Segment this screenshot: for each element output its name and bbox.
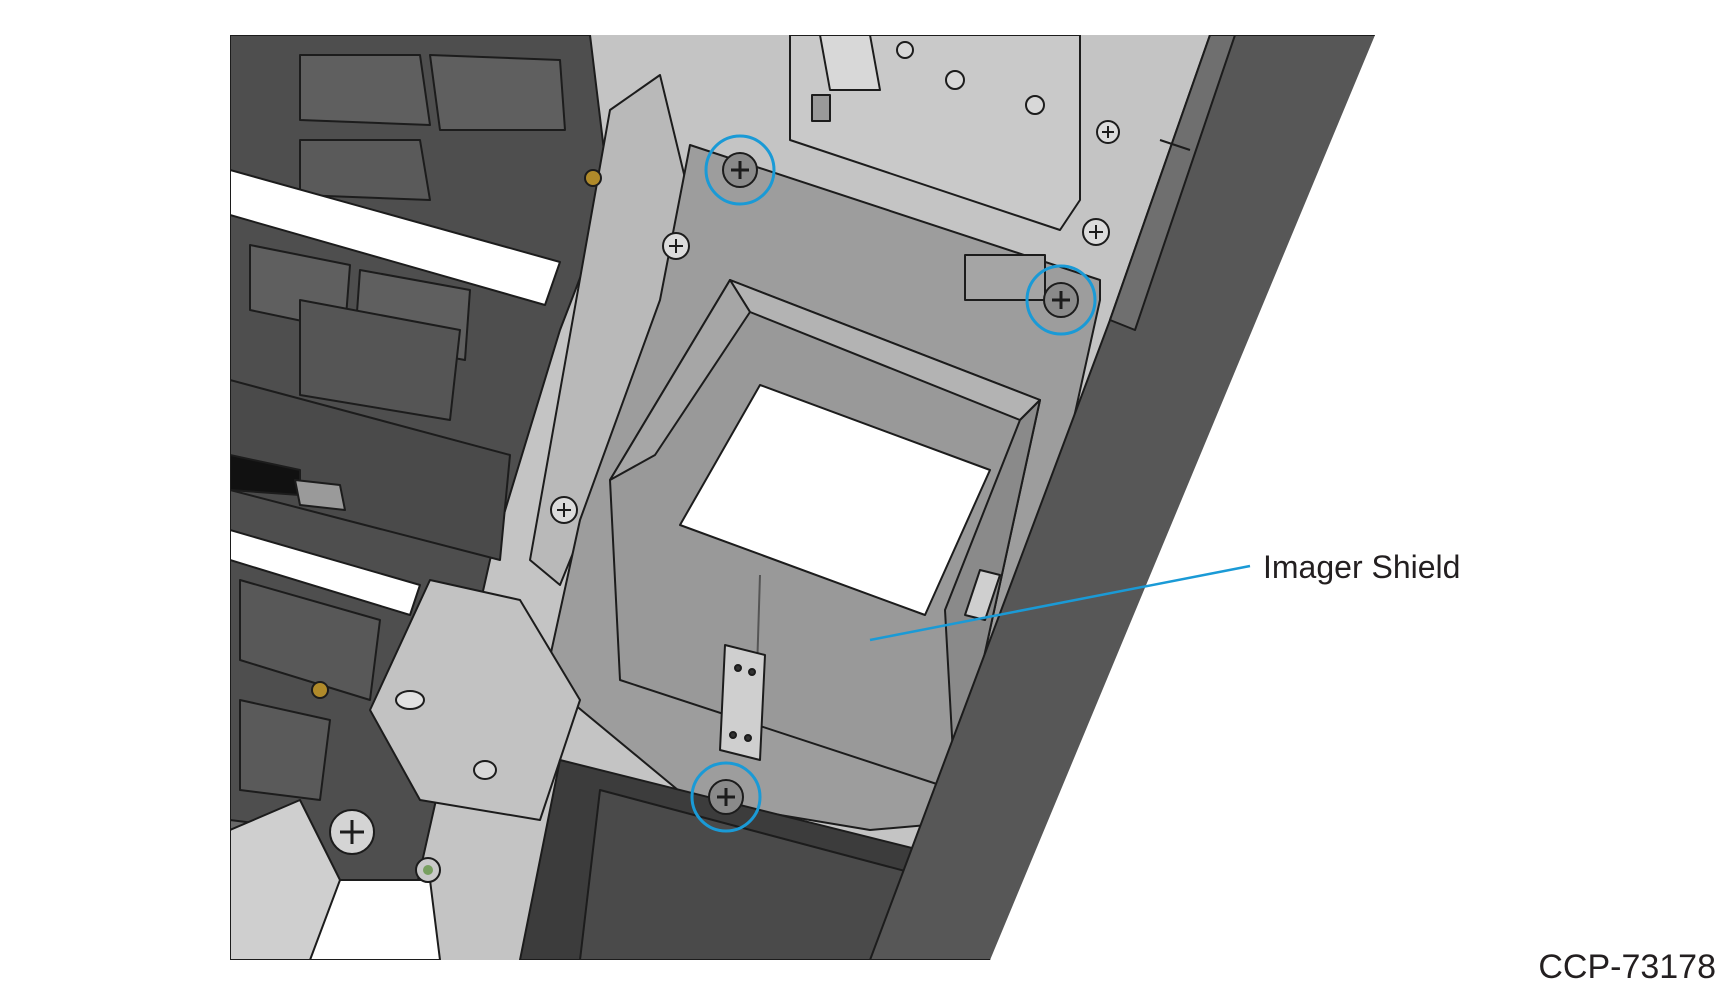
- callout-leader: [869, 564, 1251, 642]
- slot-opening-upper: [230, 169, 561, 306]
- lower-bracket: [369, 579, 581, 821]
- shield-opening: [679, 384, 991, 616]
- shield-clip: [719, 644, 766, 761]
- small-screw: [1082, 218, 1110, 246]
- screw-top-right: [1025, 264, 1097, 336]
- figure-id: CCP-73178: [1538, 948, 1716, 986]
- small-screw: [662, 232, 690, 260]
- screw-top-left: [704, 134, 776, 206]
- device-illustration: [230, 35, 1375, 960]
- small-screw: [1096, 120, 1120, 144]
- highlight-ring: [704, 134, 776, 206]
- slot-opening-lower: [230, 529, 421, 616]
- brass-standoff: [311, 681, 329, 699]
- callout-label: Imager Shield: [1263, 549, 1460, 585]
- highlight-ring: [1025, 264, 1097, 336]
- small-screw: [550, 496, 578, 524]
- brass-standoff: [584, 169, 602, 187]
- large-screw: [329, 809, 375, 855]
- highlight-ring: [690, 761, 762, 833]
- screw-bottom: [690, 761, 762, 833]
